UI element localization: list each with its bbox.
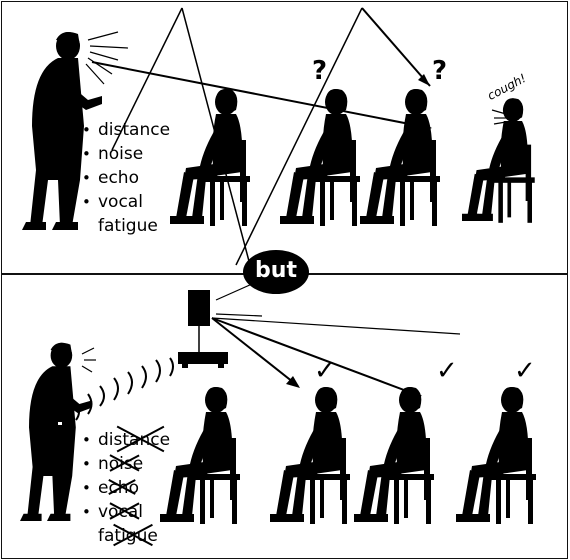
solved-item: distance: [82, 428, 170, 452]
amplifier-icon: [178, 352, 228, 364]
solved-item-continued: fatigue: [82, 524, 170, 548]
struck-text: echo: [98, 478, 139, 498]
problem-item: echo: [82, 166, 170, 190]
check-icon: ✓: [514, 356, 536, 386]
solved-problems-list: distance noise echo vocal fatigue: [82, 428, 170, 548]
wireless-transmitter-icon: [56, 418, 64, 436]
struck-text: noise: [98, 454, 144, 474]
question-mark-listener-3: ?: [432, 56, 448, 86]
problem-item: vocal: [82, 190, 170, 214]
solved-item: vocal: [82, 500, 170, 524]
listener-4-bottom: [456, 387, 536, 524]
solved-item: echo: [82, 476, 170, 500]
but-badge: but: [243, 250, 309, 294]
problem-item: distance: [82, 118, 170, 142]
check-icon: ✓: [314, 356, 336, 386]
problems-list: distance noise echo vocal fatigue: [82, 118, 170, 238]
listener-2-top: [280, 89, 360, 226]
struck-text: distance: [98, 430, 171, 450]
listener-3-top: [360, 89, 440, 226]
listener-3-bottom: [354, 387, 434, 524]
loudspeaker-icon: [188, 290, 210, 326]
listener-4-top: [462, 98, 535, 223]
listener-1-bottom: [160, 387, 240, 524]
problem-item: noise: [82, 142, 170, 166]
question-mark-listener-2: ?: [312, 56, 328, 86]
listener-1-top: [170, 89, 250, 226]
listener-2-bottom: [270, 387, 350, 524]
problem-item-continued: fatigue: [98, 216, 158, 236]
check-icon: ✓: [436, 356, 458, 386]
struck-text: vocal: [98, 502, 143, 522]
struck-text: fatigue: [98, 526, 158, 546]
solved-item: noise: [82, 452, 170, 476]
